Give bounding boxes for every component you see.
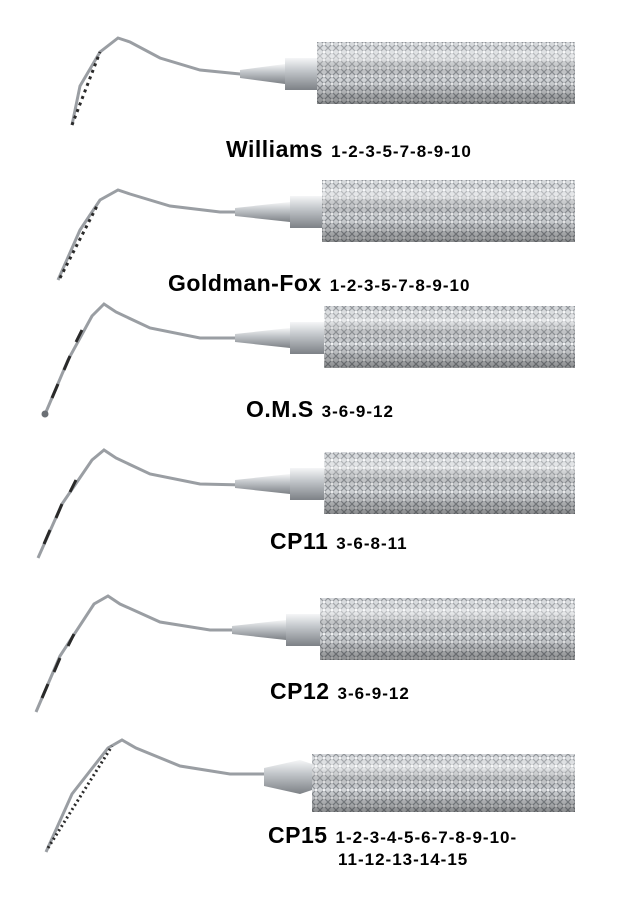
probe-markings: 1-2-3-5-7-8-9-10 bbox=[329, 276, 471, 295]
probe-name: Williams bbox=[226, 136, 324, 162]
probe-markings: 1-2-3-5-7-8-9-10 bbox=[331, 142, 472, 161]
probe-williams-image bbox=[70, 36, 575, 126]
probe-markings: 3-6-8-11 bbox=[336, 534, 408, 553]
probe-oms-image bbox=[41, 302, 575, 418]
probe-markings: 1-2-3-4-5-6-7-8-9-10- bbox=[335, 828, 518, 847]
probe-markings-continued: 11-12-13-14-15 bbox=[338, 850, 469, 869]
probe-cp12: CP12 3-6-9-12 bbox=[0, 590, 630, 730]
probe-label: Goldman-Fox 1-2-3-5-7-8-9-10 bbox=[168, 270, 470, 297]
probe-cp12-image bbox=[34, 594, 575, 713]
probe-oms: O.M.S 3-6-9-12 bbox=[0, 300, 630, 440]
probe-name: CP11 bbox=[270, 528, 329, 554]
probe-name: Goldman-Fox bbox=[168, 270, 322, 296]
probe-cp15-image bbox=[44, 738, 575, 853]
probe-markings: 3-6-9-12 bbox=[337, 684, 410, 703]
probe-cp15: CP15 1-2-3-4-5-6-7-8-9-10- 11-12-13-14-15 bbox=[0, 730, 630, 900]
probe-name: O.M.S bbox=[246, 396, 314, 422]
probe-label: Williams 1-2-3-5-7-8-9-10 bbox=[226, 136, 472, 163]
probe-name: CP12 bbox=[270, 678, 330, 704]
probe-markings: 3-6-9-12 bbox=[321, 402, 394, 421]
probe-goldman-fox: Goldman-Fox 1-2-3-5-7-8-9-10 bbox=[0, 170, 630, 300]
probe-cp11-image bbox=[36, 448, 575, 559]
probe-label: CP11 3-6-8-11 bbox=[270, 528, 408, 555]
probe-label: CP15 1-2-3-4-5-6-7-8-9-10- bbox=[268, 822, 517, 849]
probe-williams: Williams 1-2-3-5-7-8-9-10 bbox=[0, 0, 630, 170]
probe-label: CP12 3-6-9-12 bbox=[270, 678, 410, 705]
probe-cp11: CP11 3-6-8-11 bbox=[0, 440, 630, 590]
probe-label: O.M.S 3-6-9-12 bbox=[246, 396, 394, 423]
probe-goldman-fox-image bbox=[56, 180, 575, 281]
probe-name: CP15 bbox=[268, 822, 328, 848]
